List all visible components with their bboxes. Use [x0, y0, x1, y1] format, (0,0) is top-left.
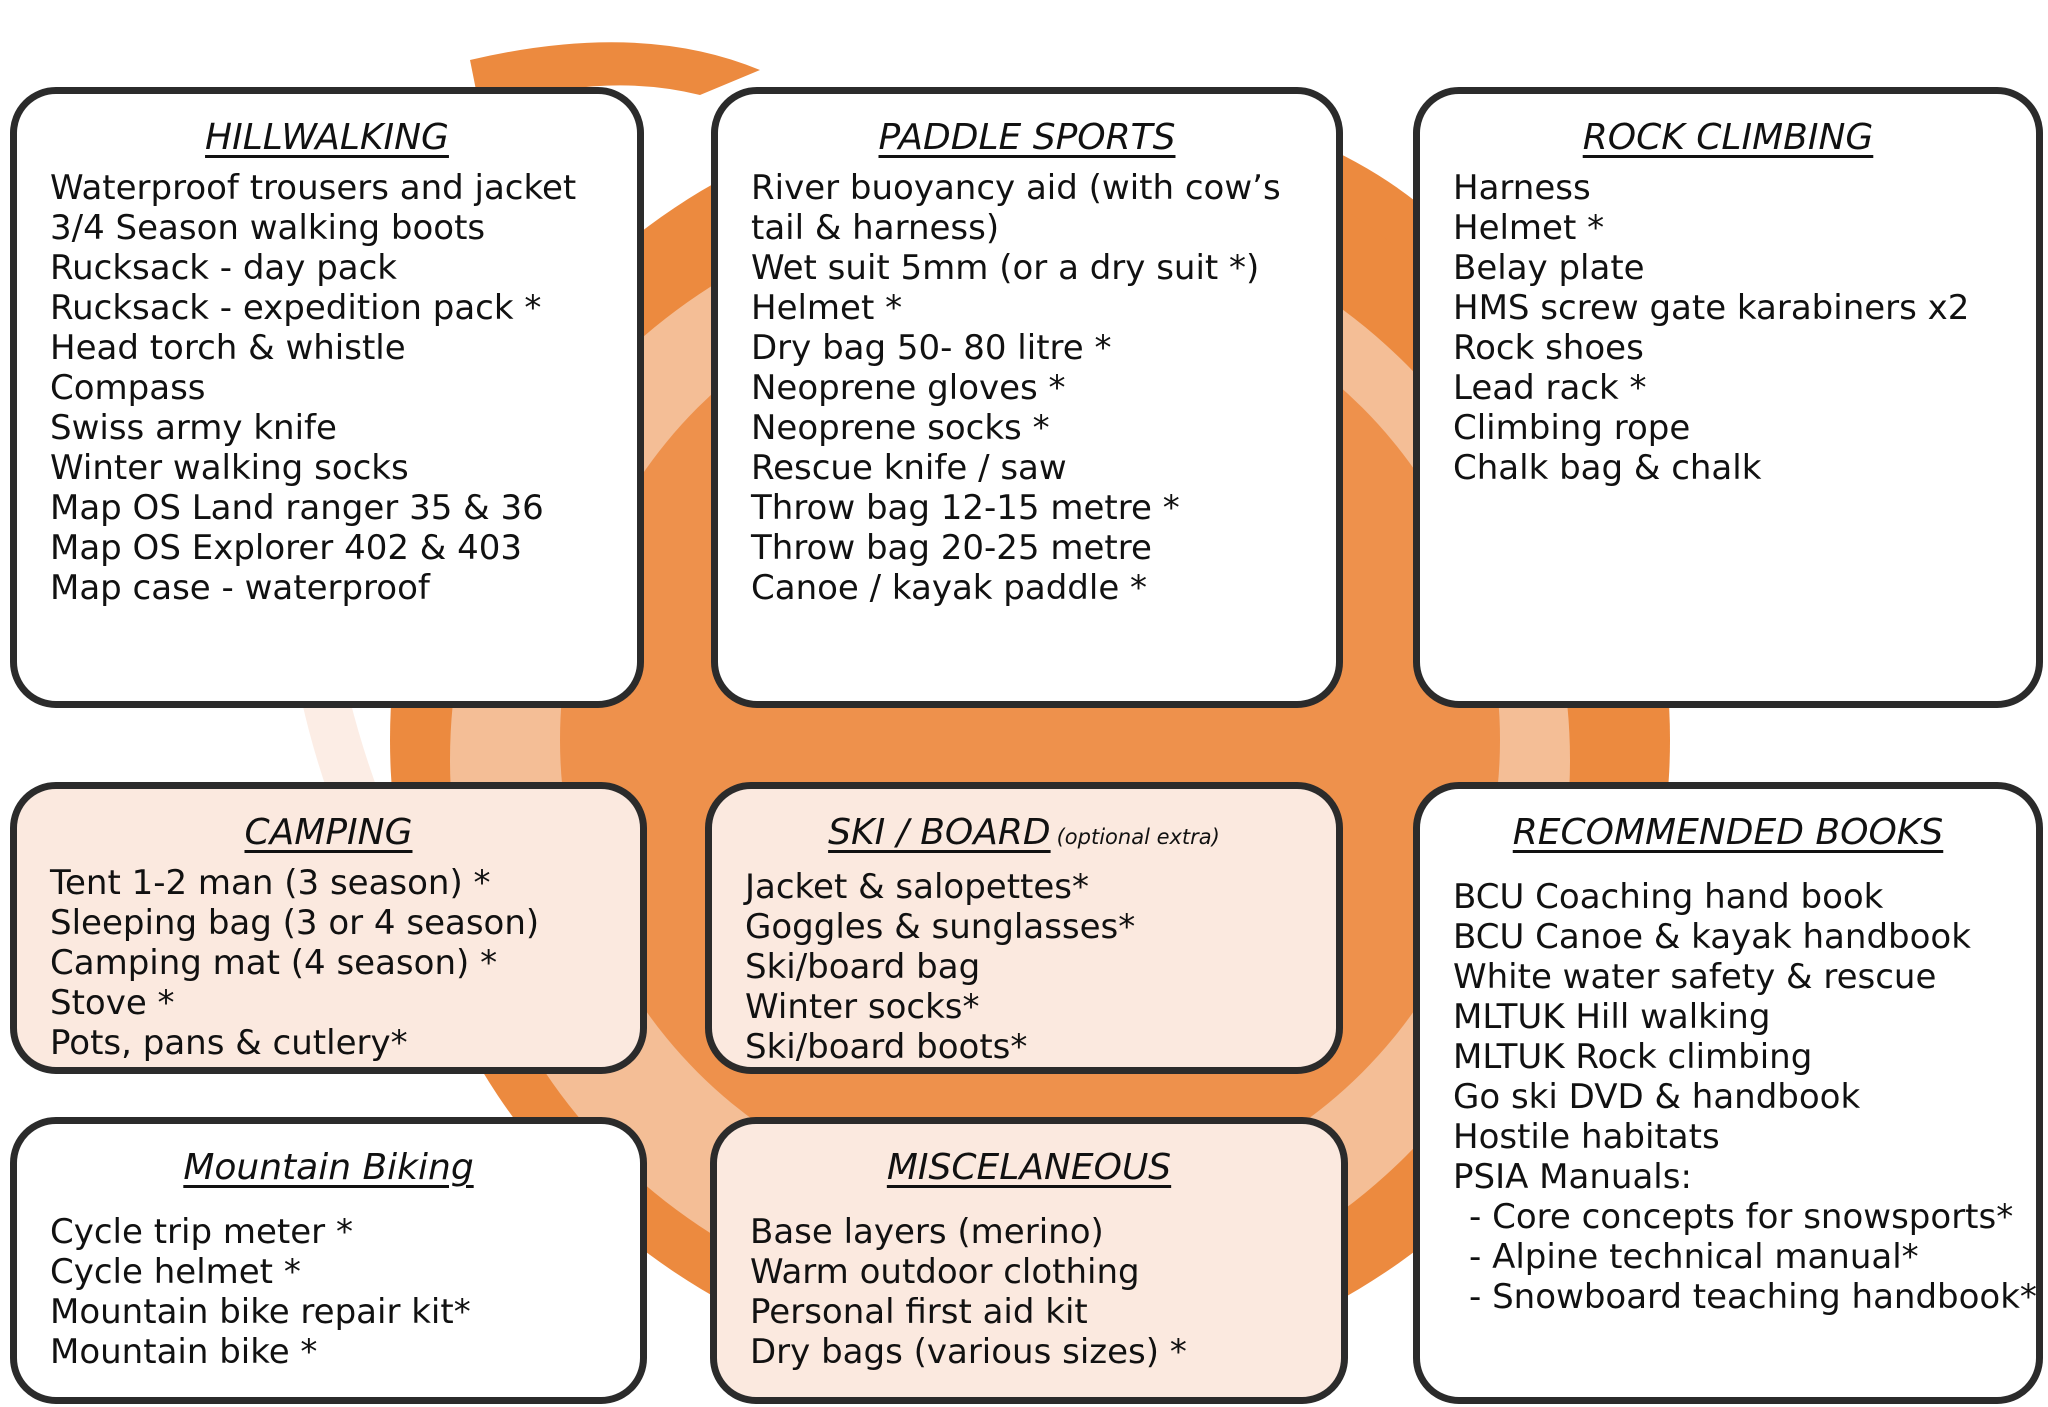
paddle-sports-list: River buoyancy aid (with cow’s tail & ha… [718, 168, 1336, 608]
list-item: Pots, pans & cutlery* [50, 1023, 408, 1063]
list-item: PSIA Manuals: [1453, 1157, 1692, 1197]
list-item: Helmet * [1453, 208, 1605, 248]
list-item: Mountain bike * [50, 1332, 318, 1372]
list-item: Mountain bike repair kit* [50, 1292, 471, 1332]
list-item: MLTUK Rock climbing [1453, 1037, 1813, 1077]
list-item: Chalk bag & chalk [1453, 448, 1762, 488]
list-item: Ski/board bag [745, 947, 981, 987]
list-item: 3/4 Season walking boots [50, 208, 486, 248]
list-item: Throw bag 20-25 metre [751, 528, 1152, 568]
mountain-biking-card: Mountain Biking Cycle trip meter * Cycle… [10, 1117, 647, 1404]
list-item: Map OS Explorer 402 & 403 [50, 528, 522, 568]
mountain-biking-list: Cycle trip meter * Cycle helmet * Mounta… [17, 1212, 640, 1372]
hillwalking-card: HILLWALKING Waterproof trousers and jack… [10, 87, 644, 708]
list-item: Goggles & sunglasses* [745, 907, 1136, 947]
list-item: Rucksack - expedition pack * [50, 288, 542, 328]
list-item: Neoprene gloves * [751, 368, 1066, 408]
hillwalking-title: HILLWALKING [205, 117, 449, 158]
list-sub-item: - Alpine technical manual* [1469, 1237, 1919, 1277]
list-item: Climbing rope [1453, 408, 1691, 448]
list-item: Head torch & whistle [50, 328, 406, 368]
list-item: Go ski DVD & handbook [1453, 1077, 1861, 1117]
list-item: Compass [50, 368, 206, 408]
camping-title: CAMPING [244, 812, 413, 853]
list-item: Base layers (merino) [750, 1212, 1104, 1252]
ski-board-list: Jacket & salopettes* Goggles & sunglasse… [712, 867, 1336, 1067]
list-item: HMS screw gate karabiners x2 [1453, 288, 1970, 328]
list-item: Map case - waterproof [50, 568, 430, 608]
list-sub-item: - Snowboard teaching handbook* [1469, 1277, 2037, 1317]
list-item: Sleeping bag (3 or 4 season) [50, 903, 540, 943]
list-item: Dry bag 50- 80 litre * [751, 328, 1112, 368]
list-item: Map OS Land ranger 35 & 36 [50, 488, 544, 528]
list-item: Lead rack * [1453, 368, 1647, 408]
list-item: Wet suit 5mm (or a dry suit *) [751, 248, 1260, 288]
list-item: BCU Coaching hand book [1453, 877, 1884, 917]
list-item: MLTUK Hill walking [1453, 997, 1771, 1037]
paddle-sports-title: PADDLE SPORTS [878, 117, 1176, 158]
list-item: Rescue knife / saw [751, 448, 1067, 488]
list-sub-item: - Core concepts for snowsports* [1469, 1197, 2014, 1237]
hillwalking-list: Waterproof trousers and jacket 3/4 Seaso… [17, 168, 637, 608]
list-item: BCU Canoe & kayak handbook [1453, 917, 1971, 957]
miscellaneous-title: MISCELANEOUS [886, 1147, 1172, 1188]
list-item: Helmet * [751, 288, 903, 328]
list-item: White water safety & rescue [1453, 957, 1937, 997]
ski-board-card: SKI / BOARD(optional extra) Jacket & sal… [705, 782, 1343, 1074]
mountain-biking-title: Mountain Biking [183, 1147, 474, 1188]
list-item: Camping mat (4 season) * [50, 943, 498, 983]
rock-climbing-card: ROCK CLIMBING Harness Helmet * Belay pla… [1413, 87, 2043, 708]
camping-card: CAMPING Tent 1-2 man (3 season) * Sleepi… [10, 782, 647, 1074]
ski-board-note: (optional extra) [1056, 825, 1220, 849]
paddle-sports-card: PADDLE SPORTS River buoyancy aid (with c… [711, 87, 1343, 708]
list-item: Rucksack - day pack [50, 248, 397, 288]
list-item: Jacket & salopettes* [745, 867, 1090, 907]
recommended-books-card: RECOMMENDED BOOKS BCU Coaching hand book… [1413, 782, 2043, 1404]
list-item: Dry bags (various sizes) * [750, 1332, 1187, 1372]
recommended-books-list: BCU Coaching hand book BCU Canoe & kayak… [1420, 877, 2036, 1317]
list-item: Throw bag 12-15 metre * [751, 488, 1180, 528]
list-item: Canoe / kayak paddle * [751, 568, 1148, 608]
list-item: River buoyancy aid (with cow’s [751, 168, 1281, 208]
recommended-books-title: RECOMMENDED BOOKS [1512, 812, 1944, 853]
list-item: Ski/board boots* [745, 1027, 1028, 1067]
list-item: Hostile habitats [1453, 1117, 1720, 1157]
rock-climbing-list: Harness Helmet * Belay plate HMS screw g… [1420, 168, 2036, 488]
list-item: Winter socks* [745, 987, 980, 1027]
rock-climbing-title: ROCK CLIMBING [1582, 117, 1874, 158]
list-item: Tent 1-2 man (3 season) * [50, 863, 491, 903]
list-item: Belay plate [1453, 248, 1645, 288]
list-item: Stove * [50, 983, 175, 1023]
list-item: Cycle trip meter * [50, 1212, 353, 1252]
list-item: Personal first aid kit [750, 1292, 1088, 1332]
miscellaneous-list: Base layers (merino) Warm outdoor clothi… [717, 1212, 1341, 1372]
ski-board-title-text: SKI / BOARD [828, 812, 1051, 853]
list-item: Rock shoes [1453, 328, 1644, 368]
list-item: Cycle helmet * [50, 1252, 301, 1292]
list-item: Waterproof trousers and jacket [50, 168, 577, 208]
list-item: Harness [1453, 168, 1591, 208]
list-item: Neoprene socks * [751, 408, 1050, 448]
camping-list: Tent 1-2 man (3 season) * Sleeping bag (… [17, 863, 640, 1063]
list-item: Winter walking socks [50, 448, 409, 488]
list-item: Warm outdoor clothing [750, 1252, 1140, 1292]
list-item: tail & harness) [751, 208, 1000, 248]
miscellaneous-card: MISCELANEOUS Base layers (merino) Warm o… [710, 1117, 1348, 1404]
list-item: Swiss army knife [50, 408, 337, 448]
ski-board-title: SKI / BOARD(optional extra) [712, 811, 1336, 859]
